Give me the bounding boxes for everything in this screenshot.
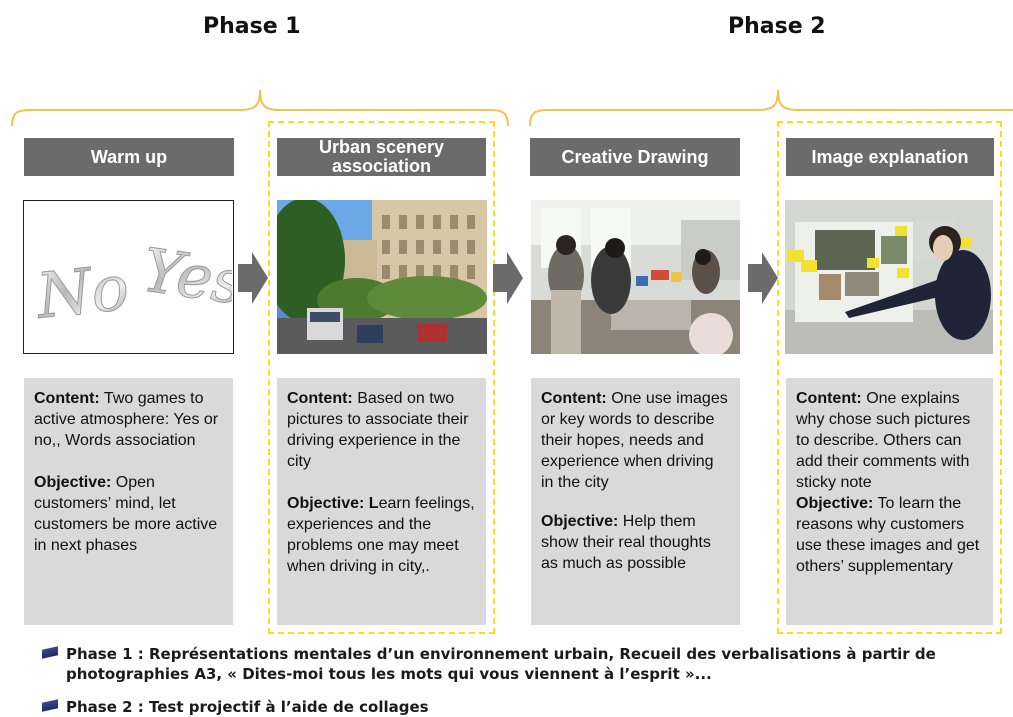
phase-2-title: Phase 2 [728,14,826,39]
step-1-text: Content: Two games to active atmosphere:… [24,378,233,625]
step-4-text: Content: One explains why chose such pic… [786,378,993,625]
step-1-header: Warm up [24,138,234,176]
step-1-objective: Objective: Open customers’ mind, let cus… [34,474,218,554]
step-3-header: Creative Drawing [530,138,740,176]
step-2-header: Urban scenery association [277,138,486,176]
presentation-photo [785,200,993,354]
content-label: Content: [541,390,607,407]
no-text: No [31,250,132,332]
yes-text: Yes [138,236,232,319]
step-3-objective: Objective: Help them show their real tho… [541,513,711,572]
phase-1-brace [11,89,509,127]
step-4-objective: Objective: To learn the reasons why cust… [796,495,980,575]
step-3-content: Content: One use images or key words to … [541,390,728,491]
step-3-text: Content: One use images or key words to … [531,378,740,625]
step-4-content: Content: One explains why chose such pic… [796,390,971,491]
objective-label: Objective: L [287,495,379,512]
content-label: Content: [796,390,862,407]
arrow-2 [493,252,523,304]
no-yes-letters: No Yes [31,235,233,333]
footer-phase-1-note: Phase 1 : Représentations mentales d’un … [66,645,936,683]
footer-phase-2-note: Phase 2 : Test projectif à l’aide de col… [66,698,429,716]
phase-2-brace [529,89,1013,127]
phase-braces [11,89,1013,127]
no-yes-image: No Yes [23,200,234,354]
bullet-icon [42,646,58,659]
highlight-step-4 [777,121,1002,634]
objective-label: Objective: [541,513,619,530]
arrow-3 [748,252,778,304]
paris-street-photo [277,200,487,354]
objective-label: Objective: [34,474,112,491]
step-2-objective: Objective: Learn feelings, experiences a… [287,495,475,575]
highlight-step-2 [268,121,495,634]
objective-label: Objective: [796,495,874,512]
step-1-content: Content: Two games to active atmosphere:… [34,390,219,449]
arrow-1 [238,252,268,304]
bullet-icon [42,699,58,712]
step-4-header: Image explanation [786,138,994,176]
step-2-content: Content: Based on two pictures to associ… [287,390,469,470]
content-label: Content: [34,390,100,407]
content-label: Content: [287,390,353,407]
phase-1-title: Phase 1 [203,14,301,39]
step-2-text: Content: Based on two pictures to associ… [277,378,486,625]
workshop-photo [531,200,740,354]
